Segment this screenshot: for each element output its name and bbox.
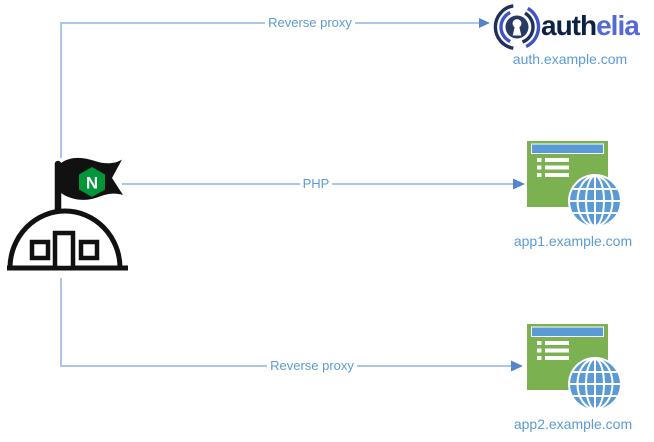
camp-window-left bbox=[29, 239, 51, 261]
edge-nginx-to-authelia-line bbox=[60, 22, 479, 158]
globe-grid bbox=[570, 175, 620, 227]
edge-label-reverse-proxy-bottom: Reverse proxy bbox=[252, 358, 372, 373]
authelia-logo-icon bbox=[493, 4, 541, 50]
arrowhead-icon bbox=[513, 178, 525, 190]
globe-grid bbox=[570, 358, 620, 410]
edge-nginx-to-app2-line bbox=[60, 278, 511, 367]
list-icon bbox=[537, 341, 569, 360]
auth-domain-label: auth.example.com bbox=[512, 51, 628, 67]
authelia-arc bbox=[493, 4, 514, 50]
app2-web-app-icon bbox=[527, 324, 622, 411]
camp-door bbox=[52, 230, 76, 271]
arrowhead-icon bbox=[479, 18, 490, 28]
authelia-arc bbox=[499, 10, 512, 44]
app1-web-app-icon bbox=[527, 141, 622, 228]
edge-label-reverse-proxy-top: Reverse proxy bbox=[250, 15, 370, 30]
edge-label-php: PHP bbox=[266, 176, 366, 191]
authelia-wordmark: authelia bbox=[541, 10, 640, 42]
keyhole-icon bbox=[512, 19, 522, 28]
app-titlebar bbox=[531, 326, 604, 337]
authelia-arc bbox=[525, 6, 541, 49]
app2-domain-label: app2.example.com bbox=[513, 416, 633, 432]
nginx-camp-icon: N bbox=[7, 157, 128, 271]
app-titlebar bbox=[531, 143, 604, 154]
nginx-letter: N bbox=[86, 174, 98, 193]
nginx-hexagon-icon bbox=[79, 167, 105, 197]
authelia-arc bbox=[521, 11, 535, 44]
arrowhead-icon bbox=[511, 360, 523, 372]
list-icon bbox=[537, 158, 569, 177]
camp-window-right bbox=[78, 239, 100, 261]
app1-domain-label: app1.example.com bbox=[513, 233, 633, 249]
wordmark-elia: elia bbox=[596, 10, 640, 41]
wordmark-auth: auth bbox=[541, 10, 597, 41]
keyhole-stem bbox=[512, 26, 522, 36]
